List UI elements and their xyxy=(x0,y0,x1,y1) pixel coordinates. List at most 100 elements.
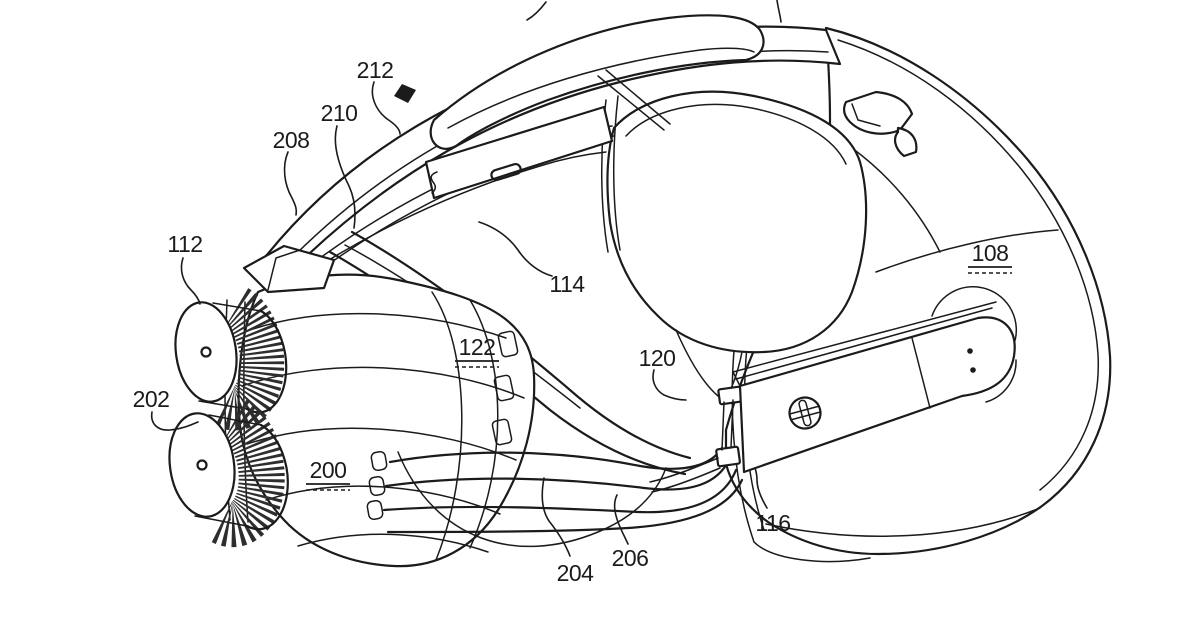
upper-dial-hole xyxy=(200,346,212,358)
plate-114-clip xyxy=(430,171,438,194)
plate-114-slot xyxy=(490,162,522,182)
cap-dot-2 xyxy=(970,367,976,373)
ref-numeral-202: 202 xyxy=(133,386,170,412)
leader-116 xyxy=(754,467,768,509)
hinge-tail-strap-a xyxy=(649,457,719,483)
headband-cushion-pad xyxy=(429,14,765,150)
cap-dot-1 xyxy=(967,348,973,354)
cropped-leader-top-left xyxy=(526,1,547,21)
leader-202 xyxy=(150,411,199,431)
hinge-clip-upper xyxy=(717,385,743,406)
ref-numeral-206: 206 xyxy=(612,545,649,571)
loop-to-hinge-strap-a xyxy=(675,329,719,397)
lower-dial-202 xyxy=(168,399,289,548)
gasket-wave-1 xyxy=(249,312,507,339)
cradle-top-clip xyxy=(843,90,914,135)
leader-212 xyxy=(371,81,401,135)
hinge-clip-lower xyxy=(715,445,741,468)
leader-120 xyxy=(652,369,687,401)
ref-numeral-212: 212 xyxy=(357,57,394,83)
cable-connector-2 xyxy=(368,475,386,497)
leader-114 xyxy=(478,221,553,277)
strap-arm-assembly xyxy=(649,285,1018,493)
front-module xyxy=(237,244,536,568)
inner-headband-plate xyxy=(424,105,614,200)
cradle-top-clip-knob xyxy=(893,126,918,158)
cable-connector-1 xyxy=(370,450,388,472)
gasket-wave-4 xyxy=(265,485,501,515)
rear-cradle-bottom-rim xyxy=(765,507,1041,537)
gasket-bottom-sweep xyxy=(397,451,667,548)
speaker-boss-arc-lower xyxy=(985,359,1017,403)
ref-numeral-116: 116 xyxy=(755,510,790,536)
ref-numeral-200: 200 xyxy=(310,457,347,483)
cushion-pad-inner-line xyxy=(447,47,755,129)
ref-numeral-210: 210 xyxy=(321,100,358,126)
plate-114-face xyxy=(424,105,614,200)
lower-dial-hole xyxy=(196,459,208,471)
ref-numeral-208: 208 xyxy=(273,127,310,153)
screw-vertical-slot xyxy=(798,399,812,427)
cable-4 xyxy=(386,478,744,534)
inner-loop-front-post-b xyxy=(612,95,621,251)
inner-loop-outline xyxy=(606,90,868,354)
inner-shell-dome-b xyxy=(431,291,463,561)
seam-notch-1 xyxy=(497,330,519,358)
strap-arm-rail-a xyxy=(735,307,993,380)
leader-206 xyxy=(613,494,629,545)
side-strap-upper-edge xyxy=(350,230,692,460)
strap-arm-plate xyxy=(738,316,1016,474)
hinge-mid-bar-a xyxy=(721,401,725,451)
front-module-outline xyxy=(237,273,536,568)
hinge-tail-strap-b xyxy=(651,467,721,493)
strap-anchor-bracket xyxy=(242,244,336,294)
cross-strap-a xyxy=(597,75,665,131)
band-connector-patch xyxy=(394,84,416,103)
speaker-boss-arc-upper xyxy=(931,285,1018,345)
ref-numeral-114: 114 xyxy=(549,271,585,297)
cable-connector-3 xyxy=(366,499,384,521)
reference-labels: 112 202 208 210 212 114 122 120 200 108 … xyxy=(133,57,1012,586)
strap-anchor-inner-lines xyxy=(267,249,301,291)
lower-dial-face xyxy=(168,412,236,518)
screw-horizontal-line-b xyxy=(790,411,822,421)
leader-208 xyxy=(283,151,298,216)
leader-204 xyxy=(541,477,571,557)
ref-numeral-108: 108 xyxy=(972,240,1009,266)
leader-112 xyxy=(180,257,201,305)
hinge-mid-bar-b xyxy=(730,399,734,449)
retention-screw xyxy=(788,396,822,430)
ref-numeral-204: 204 xyxy=(557,560,595,586)
cable-3 xyxy=(382,468,738,514)
cradle-top-clip-inner-line xyxy=(851,103,881,127)
ref-numeral-122: 122 xyxy=(459,334,496,360)
upper-dial-face xyxy=(174,301,238,403)
rear-cradle-seam-upper xyxy=(851,147,941,253)
cable-1 xyxy=(388,446,724,470)
screw-horizontal-line-a xyxy=(788,405,820,415)
leader-210 xyxy=(334,125,356,229)
adjustment-dials xyxy=(168,288,289,548)
upper-dial-112 xyxy=(174,288,288,431)
lower-dial-top-edge xyxy=(208,414,262,426)
upper-dial-top-edge xyxy=(212,302,262,312)
strap-arm-rail-end xyxy=(732,371,741,387)
ref-numeral-112: 112 xyxy=(167,231,202,257)
gasket-wave-5 xyxy=(297,533,489,553)
cable-bundle xyxy=(366,446,744,548)
strap-arm-cap-divider xyxy=(911,337,931,409)
cross-strap-b xyxy=(605,69,671,125)
gasket-wave-3 xyxy=(246,427,517,461)
screw-outline xyxy=(788,396,822,430)
strap-arm-rail-b xyxy=(732,301,997,373)
ref-numeral-120: 120 xyxy=(639,345,676,371)
inner-band-loop xyxy=(600,90,871,563)
seam-notch-2 xyxy=(493,374,515,402)
inner-shell-dome-a xyxy=(469,299,499,549)
cropped-leader-top-right xyxy=(776,0,782,23)
rear-cradle-inner-rim xyxy=(837,39,1100,491)
lower-dial-outer-edge xyxy=(245,423,289,531)
seam-notch-3 xyxy=(491,418,513,446)
